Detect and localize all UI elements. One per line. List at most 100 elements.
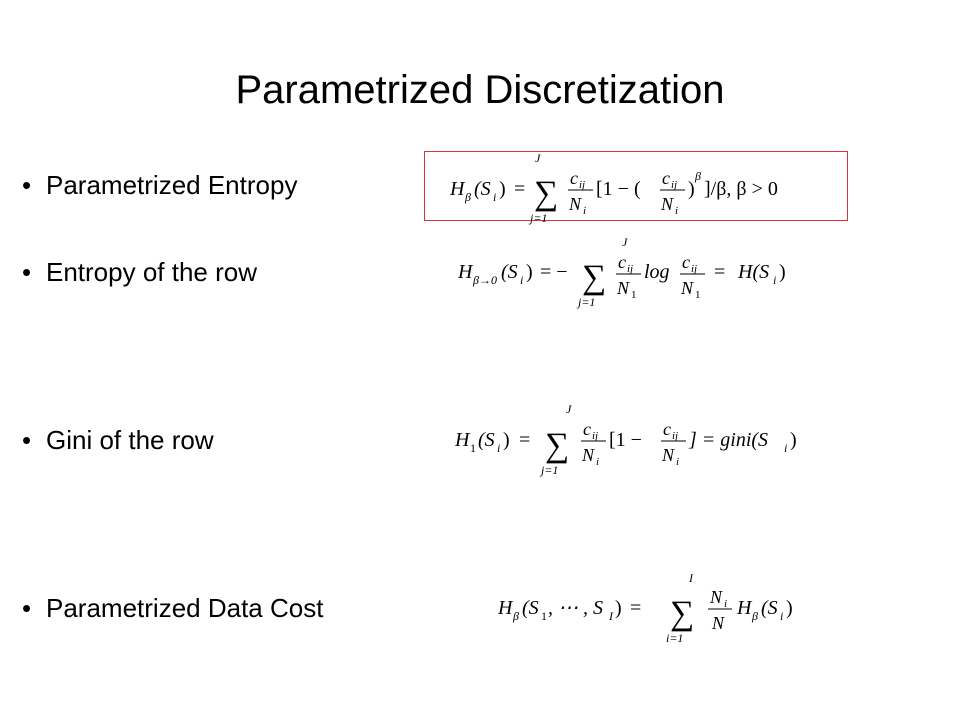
f2-den-sub: 1 xyxy=(631,289,637,301)
f3-den-sub: i xyxy=(596,456,599,468)
f3-sum-bottom: j=1 xyxy=(539,463,558,477)
bullet-label: Entropy of the row xyxy=(46,257,257,287)
f2-log: log xyxy=(644,261,670,283)
f2-sum: ∑ xyxy=(582,259,606,296)
f3-sum: ∑ xyxy=(545,427,569,464)
f4-arg-subI: I xyxy=(608,609,614,623)
bullet-gini-of-row: • Gini of the row xyxy=(22,423,214,457)
f4-den: N xyxy=(711,613,725,633)
f3-tail-close: ) xyxy=(790,429,797,451)
f1-eq: = xyxy=(514,178,525,200)
f1-tail: ]/β, β > 0 xyxy=(704,178,778,200)
f1-num2: c xyxy=(662,168,670,188)
bullet-marker: • xyxy=(22,593,32,623)
bullet-label: Parametrized Entropy xyxy=(46,170,298,200)
f2-sum-top: J xyxy=(622,235,628,249)
bullet-marker: • xyxy=(22,257,32,287)
f1-num: c xyxy=(570,168,578,188)
f1-sum-bottom: j=1 xyxy=(528,211,547,225)
f3-tail-sub: i xyxy=(784,441,787,455)
slide-title: Parametrized Discretization xyxy=(235,68,725,112)
formula-parametrized-data-cost: H β (S 1 , ⋯ , S I ) = I ∑ i=1 N i N H β… xyxy=(498,571,793,645)
f1-pow-close: ) xyxy=(688,178,695,200)
f3-num2: c xyxy=(663,419,671,439)
f1-num-sub: ij xyxy=(579,179,585,191)
f4-H-sub: β xyxy=(512,609,519,623)
f1-num2-sub: ij xyxy=(671,179,677,191)
f2-arg: (S xyxy=(501,261,518,283)
f4-sum-bottom: i=1 xyxy=(666,631,683,645)
f1-arg: (S xyxy=(474,178,491,200)
f3-num: c xyxy=(583,419,591,439)
f2-den2: N xyxy=(680,278,694,298)
f4-tail-close: ) xyxy=(786,597,793,619)
f1-den-sub: i xyxy=(583,205,586,217)
f2-den: N xyxy=(616,278,630,298)
bullet-label: Gini of the row xyxy=(46,425,214,455)
bullet-parametrized-entropy: • Parametrized Entropy xyxy=(22,168,297,202)
f2-tail-eq: = xyxy=(714,261,725,283)
f2-tail-H: H(S xyxy=(737,261,769,283)
f2-num-sub: ij xyxy=(627,263,633,275)
f1-arg-sub: i xyxy=(493,190,496,204)
f4-arg-sub1: 1 xyxy=(541,609,547,623)
f2-tail-sub: i xyxy=(773,273,776,287)
f2-sum-bottom: j=1 xyxy=(576,295,595,309)
f2-eq: = − xyxy=(540,261,568,283)
f2-close: ) xyxy=(526,261,533,283)
f1-den2-sub: i xyxy=(675,205,678,217)
f4-close: ) xyxy=(615,597,622,619)
f3-close: ) xyxy=(503,429,510,451)
f3-H: H xyxy=(455,429,471,451)
formula-parametrized-entropy: H β (S i ) = J ∑ j=1 c ij N i [1 − ( c i… xyxy=(450,151,778,225)
bullet-marker: • xyxy=(22,170,32,200)
f4-eq: = xyxy=(630,597,641,619)
f1-H: H xyxy=(450,178,466,200)
f2-num: c xyxy=(618,252,626,272)
f4-tail-H: H xyxy=(736,597,753,619)
f3-bracket: [1 − xyxy=(609,429,642,451)
f4-arg: (S xyxy=(522,597,539,619)
f1-H-sub: β xyxy=(464,190,471,204)
f2-tail-close: ) xyxy=(779,261,786,283)
f3-den: N xyxy=(581,445,595,465)
f4-tail-sub: β xyxy=(751,609,758,623)
f1-close: ) xyxy=(499,178,506,200)
f2-H: H xyxy=(458,261,474,283)
bullet-label: Parametrized Data Cost xyxy=(46,593,324,623)
f4-mid: , ⋯ , S xyxy=(548,597,603,619)
f4-num: N xyxy=(709,587,723,607)
bullet-parametrized-data-cost: • Parametrized Data Cost xyxy=(22,591,323,625)
f2-num2-sub: ij xyxy=(691,263,697,275)
f1-bracket: [1 − ( xyxy=(596,178,641,200)
f1-den: N xyxy=(568,194,582,214)
f1-pow: β xyxy=(694,169,701,183)
f2-den2-sub: 1 xyxy=(695,289,701,301)
f3-den2-sub: i xyxy=(676,456,679,468)
bullet-marker: • xyxy=(22,425,32,455)
f2-num2: c xyxy=(682,252,690,272)
f4-sum-top: I xyxy=(688,571,694,585)
f4-tail-arg-sub: i xyxy=(780,609,783,623)
f3-arg-sub: i xyxy=(497,441,500,455)
f1-sum: ∑ xyxy=(534,175,558,212)
f3-H-sub: 1 xyxy=(470,441,476,455)
formula-entropy-of-row: H β→0 (S i ) = − J ∑ j=1 c ij N 1 log c … xyxy=(458,235,786,309)
f3-arg: (S xyxy=(478,429,495,451)
f4-num-sub: i xyxy=(724,598,727,610)
f2-H-sub: β→0 xyxy=(472,273,497,287)
bullet-entropy-of-row: • Entropy of the row xyxy=(22,255,257,289)
formula-gini-of-row: H 1 (S i ) = J ∑ j=1 c ij N i [1 − c ij … xyxy=(455,402,797,477)
f4-sum: ∑ xyxy=(670,595,694,632)
f3-tail: ] = gini(S xyxy=(688,429,768,451)
f3-den2: N xyxy=(661,445,675,465)
f2-arg-sub: i xyxy=(520,273,523,287)
f3-num2-sub: ij xyxy=(672,430,678,442)
f4-H: H xyxy=(498,597,514,619)
f4-tail-arg: (S xyxy=(761,597,778,619)
f1-sum-top: J xyxy=(535,151,541,165)
f1-den2: N xyxy=(660,194,674,214)
f3-sum-top: J xyxy=(566,402,572,416)
formula-highlight-box xyxy=(424,151,848,221)
f3-eq: = xyxy=(519,429,530,451)
